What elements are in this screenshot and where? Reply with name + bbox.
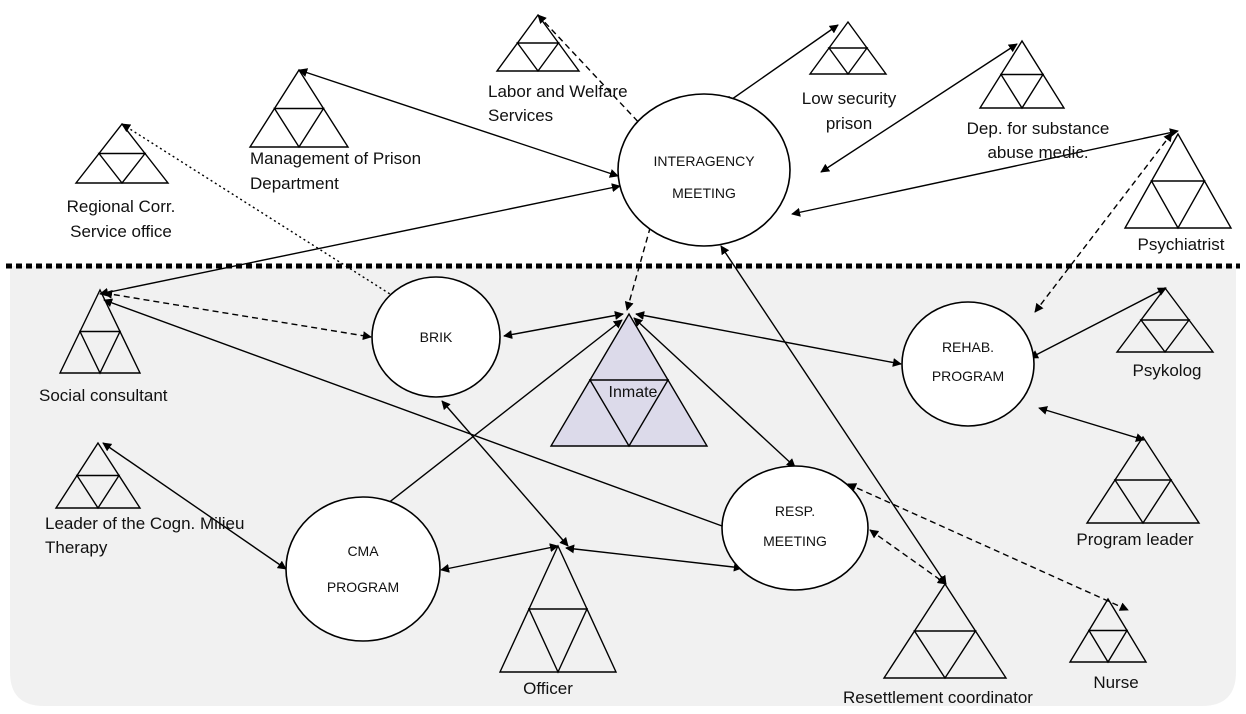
node-interagency-meeting: INTERAGENCY MEETING — [617, 93, 791, 247]
edge-labor-interagency — [537, 14, 644, 128]
edge-management-interagency — [298, 68, 619, 178]
cma-label-line1: CMA — [347, 543, 379, 559]
interagency-label-line2: MEETING — [672, 185, 736, 201]
resettlement-label: Resettlement coordinator — [843, 688, 1033, 707]
leader-cmt-label-line1: Leader of the Cogn. Milieu — [45, 514, 244, 533]
edge-inmate-resp — [633, 317, 796, 468]
edge-psykolog-rehab — [1029, 287, 1167, 359]
rehab-label-line1: REHAB. — [942, 339, 994, 355]
actor-low-security-prison — [808, 20, 888, 76]
interagency-label-line1: INTERAGENCY — [653, 153, 755, 169]
management-label-line2: Department — [250, 174, 339, 193]
lowsecurity-label-line1: Low security — [802, 89, 897, 108]
edge-inmate-interagency — [624, 213, 657, 311]
leader-cmt-label-line2: Therapy — [45, 538, 108, 557]
regional-label-line1: Regional Corr. — [67, 197, 176, 216]
edge-resp-resettlement — [869, 529, 947, 585]
node-rehab-program: REHAB. PROGRAM — [901, 301, 1035, 427]
edge-psychiatrist-rehab — [1034, 132, 1173, 313]
actor-inmate: Inmate — [549, 312, 709, 448]
lowsecurity-label-line2: prison — [826, 114, 872, 133]
node-brik: BRIK — [371, 276, 501, 398]
actor-substance-abuse-dept — [978, 39, 1066, 110]
cma-label-line2: PROGRAM — [327, 579, 399, 595]
psykolog-label: Psykolog — [1133, 361, 1202, 380]
inmate-label: Inmate — [609, 384, 658, 401]
actor-psykolog — [1115, 286, 1215, 354]
actor-management-prison-dept — [248, 68, 350, 149]
program-leader-label: Program leader — [1076, 530, 1194, 549]
substance-label-line2: abuse medic. — [987, 143, 1088, 162]
edge-officer-resp — [565, 544, 743, 572]
edge-leader-cma — [102, 442, 287, 570]
actor-leader-cogn-milieu — [54, 441, 142, 510]
actor-social-consultant — [58, 288, 142, 375]
nurse-label: Nurse — [1093, 673, 1138, 692]
edge-programleader-rehab — [1038, 406, 1145, 442]
edge-brik-officer — [441, 400, 569, 547]
actor-labor-welfare — [495, 13, 581, 73]
edge-lowsecurity-interagency — [724, 24, 839, 105]
labor-label-line1: Labor and Welfare — [488, 82, 628, 101]
labor-label-line2: Services — [488, 106, 553, 125]
brik-label: BRIK — [420, 329, 453, 345]
actor-officer — [498, 544, 618, 674]
regional-label-line2: Service office — [70, 222, 172, 241]
resp-label-line2: MEETING — [763, 533, 827, 549]
rehab-label-line2: PROGRAM — [932, 368, 1004, 384]
social-consultant-label: Social consultant — [39, 386, 168, 405]
substance-label-line1: Dep. for substance — [967, 119, 1110, 138]
edge-interagency-social — [99, 183, 621, 297]
actor-psychiatrist — [1123, 132, 1233, 230]
node-cma-program: CMA PROGRAM — [285, 496, 441, 642]
actor-resettlement-coordinator — [882, 582, 1008, 680]
psychiatrist-label: Psychiatrist — [1138, 235, 1225, 254]
management-label-line1: Management of Prison — [250, 149, 421, 168]
actor-nurse — [1068, 597, 1148, 664]
officer-label: Officer — [523, 679, 573, 698]
node-resp-meeting: RESP. MEETING — [721, 465, 869, 591]
actor-program-leader — [1085, 435, 1201, 525]
edge-cma-officer — [440, 543, 559, 573]
resp-label-line1: RESP. — [775, 503, 815, 519]
actor-regional-corr-office — [74, 122, 170, 185]
edge-resp-nurse — [847, 483, 1129, 611]
